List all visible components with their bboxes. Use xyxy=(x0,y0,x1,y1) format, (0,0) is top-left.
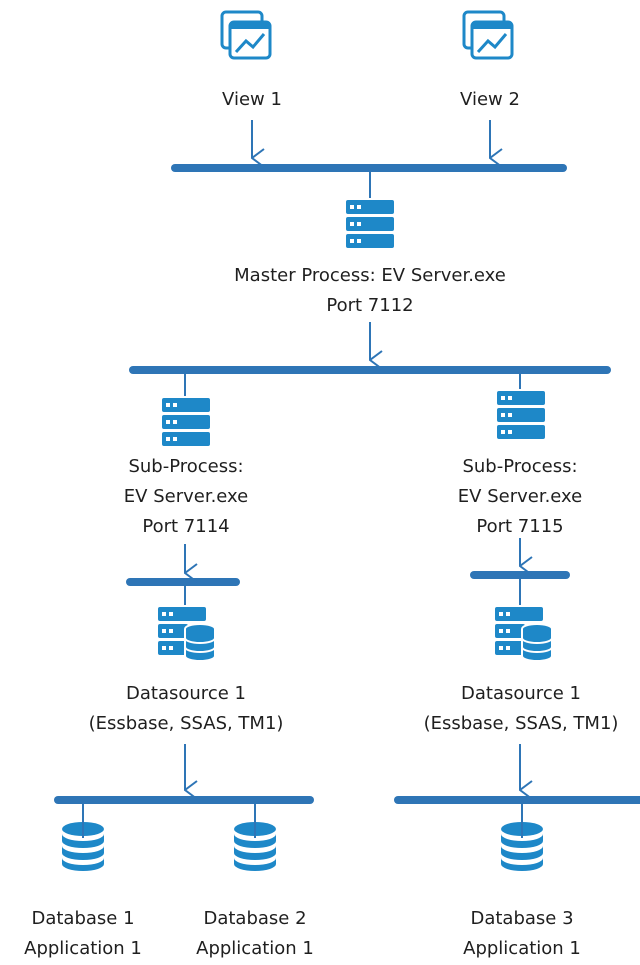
db3-label: Database 3 Application 1 xyxy=(463,904,581,964)
sub1-label-line3: Port 7114 xyxy=(142,516,230,537)
ds1-server-database-icon xyxy=(157,606,216,662)
db1-label: Database 1 Application 1 xyxy=(24,904,142,964)
ds1-label: Datasource 1 (Essbase, SSAS, TM1) xyxy=(89,679,284,739)
view2-label-text: View 2 xyxy=(460,89,520,110)
master-label-line1: Master Process: EV Server.exe xyxy=(234,265,506,286)
db3-label-line2: Application 1 xyxy=(463,938,581,959)
view1-chart-window-icon xyxy=(220,10,272,60)
view1-label-text: View 1 xyxy=(222,89,282,110)
ds2-server-database-icon xyxy=(494,606,553,662)
ds1-label-line2: (Essbase, SSAS, TM1) xyxy=(88,713,284,734)
sub2-label-line1: Sub-Process: xyxy=(462,456,578,477)
ds1-label-line1: Datasource 1 xyxy=(126,683,246,704)
master-label-line2: Port 7112 xyxy=(326,295,414,316)
ds2-label-line2: (Essbase, SSAS, TM1) xyxy=(423,713,619,734)
db1-label-line2: Application 1 xyxy=(24,938,142,959)
sub1-label-line1: Sub-Process: xyxy=(128,456,244,477)
view2-chart-window-icon xyxy=(462,10,514,60)
ds2-label: Datasource 1 (Essbase, SSAS, TM1) xyxy=(424,679,619,739)
view1-label: View 1 xyxy=(222,85,282,115)
sub2-label-line3: Port 7115 xyxy=(476,516,564,537)
db2-label-line2: Application 1 xyxy=(196,938,314,959)
sub1-label-line2: EV Server.exe xyxy=(123,486,249,507)
db1-label-line1: Database 1 xyxy=(31,908,135,929)
sub2-label: Sub-Process: EV Server.exe Port 7115 xyxy=(458,452,582,542)
sub2-label-line2: EV Server.exe xyxy=(457,486,583,507)
view2-label: View 2 xyxy=(460,85,520,115)
db3-label-line1: Database 3 xyxy=(470,908,574,929)
sub1-label: Sub-Process: EV Server.exe Port 7114 xyxy=(124,452,248,542)
sub2-server-icon xyxy=(497,391,545,439)
db2-label-line1: Database 2 xyxy=(203,908,307,929)
db2-label: Database 2 Application 1 xyxy=(196,904,314,964)
sub1-server-icon xyxy=(162,398,210,446)
ds2-label-line1: Datasource 1 xyxy=(461,683,581,704)
master-label: Master Process: EV Server.exe Port 7112 xyxy=(234,261,506,321)
master-server-icon xyxy=(346,200,394,248)
